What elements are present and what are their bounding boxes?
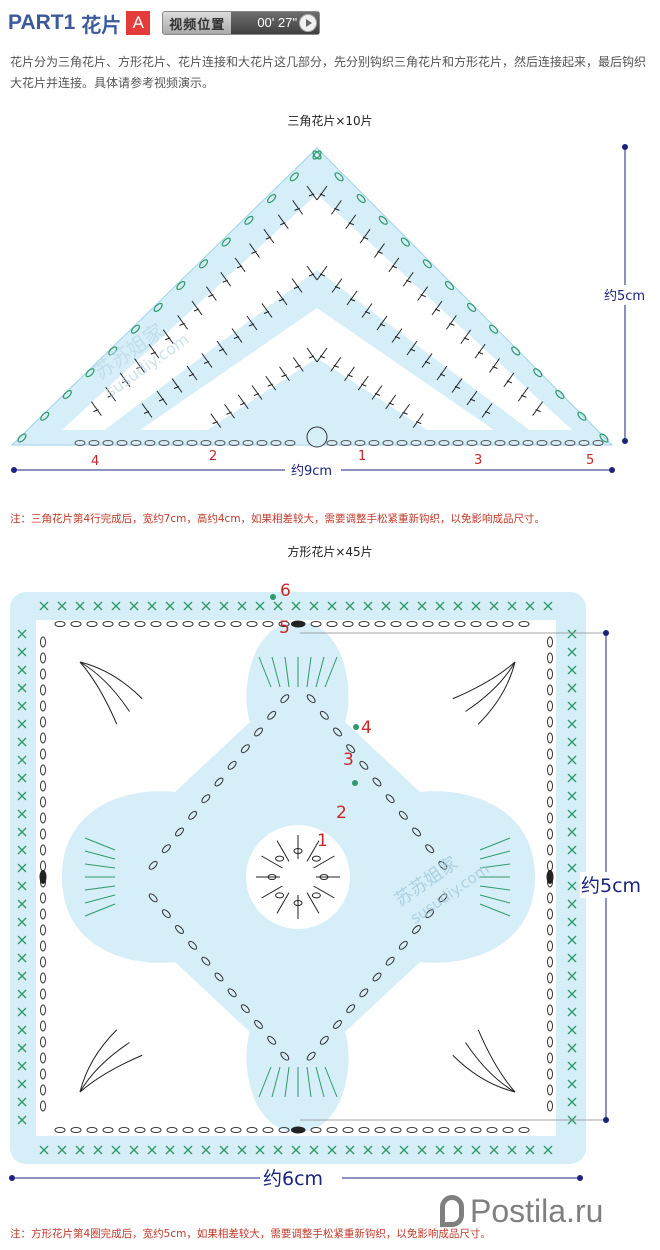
square-height-bottom — [603, 1117, 609, 1123]
width-endpoint-right — [609, 467, 615, 473]
triangle-height-label: 约5cm — [604, 289, 645, 304]
video-time[interactable]: 00' 27'' — [231, 12, 320, 34]
triangle-row-number-2: 2 — [209, 449, 217, 464]
triangle-width-label: 约9cm — [291, 464, 332, 479]
triangle-motif-diagram: 苏苏姐家 susudiy.com 4 2 1 3 5 约9cm 约5cm — [10, 144, 653, 479]
square-height-top — [603, 630, 609, 636]
triangle-caption: 三角花片×10片 — [287, 114, 373, 128]
triangle-center-band — [192, 358, 442, 440]
square-width-label: 约6cm — [263, 1168, 323, 1190]
video-position-control[interactable]: 视频位置 00' 27'' — [162, 11, 321, 35]
intro-text: 花片分为三角花片、方形花片、花片连接和大花片这几部分，先分别钩织三角花片和方形花… — [10, 55, 647, 90]
part-header: PART1 花片 A 视频位置 00' 27'' — [8, 8, 321, 38]
triangle-row-number-4: 4 — [91, 454, 99, 469]
square-black-stitches — [79, 661, 516, 1093]
postila-logo-icon — [440, 1195, 464, 1227]
footer-logo-text: Postila.ru — [470, 1192, 604, 1229]
part-badge: A — [126, 11, 151, 35]
square-height-label: 约5cm — [581, 875, 641, 897]
height-endpoint-top — [622, 144, 628, 150]
triangle-edge-chains — [17, 150, 609, 443]
triangle-row-number-1: 1 — [358, 449, 366, 464]
square-round-number-5: 5 — [279, 618, 290, 638]
magic-ring — [306, 426, 328, 448]
square-width-left — [9, 1175, 15, 1181]
square-note: 注：方形花片第4圈完成后，宽约5cm，如果相差较大，需要调整手松紧重新钩织，以免… — [10, 1228, 491, 1240]
square-motif-diagram: 苏苏姐家 susudiy.com 6 5 4 3 2 1 约5cm 约6cm — [9, 581, 656, 1190]
square-width-right — [577, 1175, 583, 1181]
part-subtitle: 花片 — [81, 12, 122, 37]
square-chain-loops — [40, 621, 553, 1133]
square-border-x-stitches — [17, 601, 577, 1155]
height-endpoint-bottom — [622, 438, 628, 444]
triangle-note: 注：三角花片第4行完成后，宽约7cm，高约4cm，如果相差较大，需要调整手松紧重… — [10, 513, 546, 525]
square-round-number-2: 2 — [336, 803, 347, 823]
square-center-ring — [246, 825, 350, 929]
square-petal-stitches — [84, 656, 511, 1098]
square-round-number-4: 4 — [361, 718, 372, 738]
square-caption: 方形花片×45片 — [287, 545, 373, 559]
video-time-text: 00' 27'' — [257, 15, 298, 30]
triangle-row-number-5: 5 — [586, 453, 594, 468]
triangle-row-number-3: 3 — [474, 453, 482, 468]
width-endpoint-left — [11, 467, 17, 473]
part-title: PART1 — [8, 11, 76, 34]
footer-logo: Postila.ru — [440, 1180, 603, 1242]
triangle-base-chain — [74, 440, 604, 446]
play-icon[interactable] — [299, 14, 318, 32]
square-round-number-3: 3 — [343, 750, 354, 770]
video-position-label: 视频位置 — [169, 17, 226, 33]
triangle-dc-stitches — [90, 185, 544, 428]
square-round-number-6: 6 — [280, 581, 291, 601]
square-round-number-1: 1 — [317, 831, 328, 851]
